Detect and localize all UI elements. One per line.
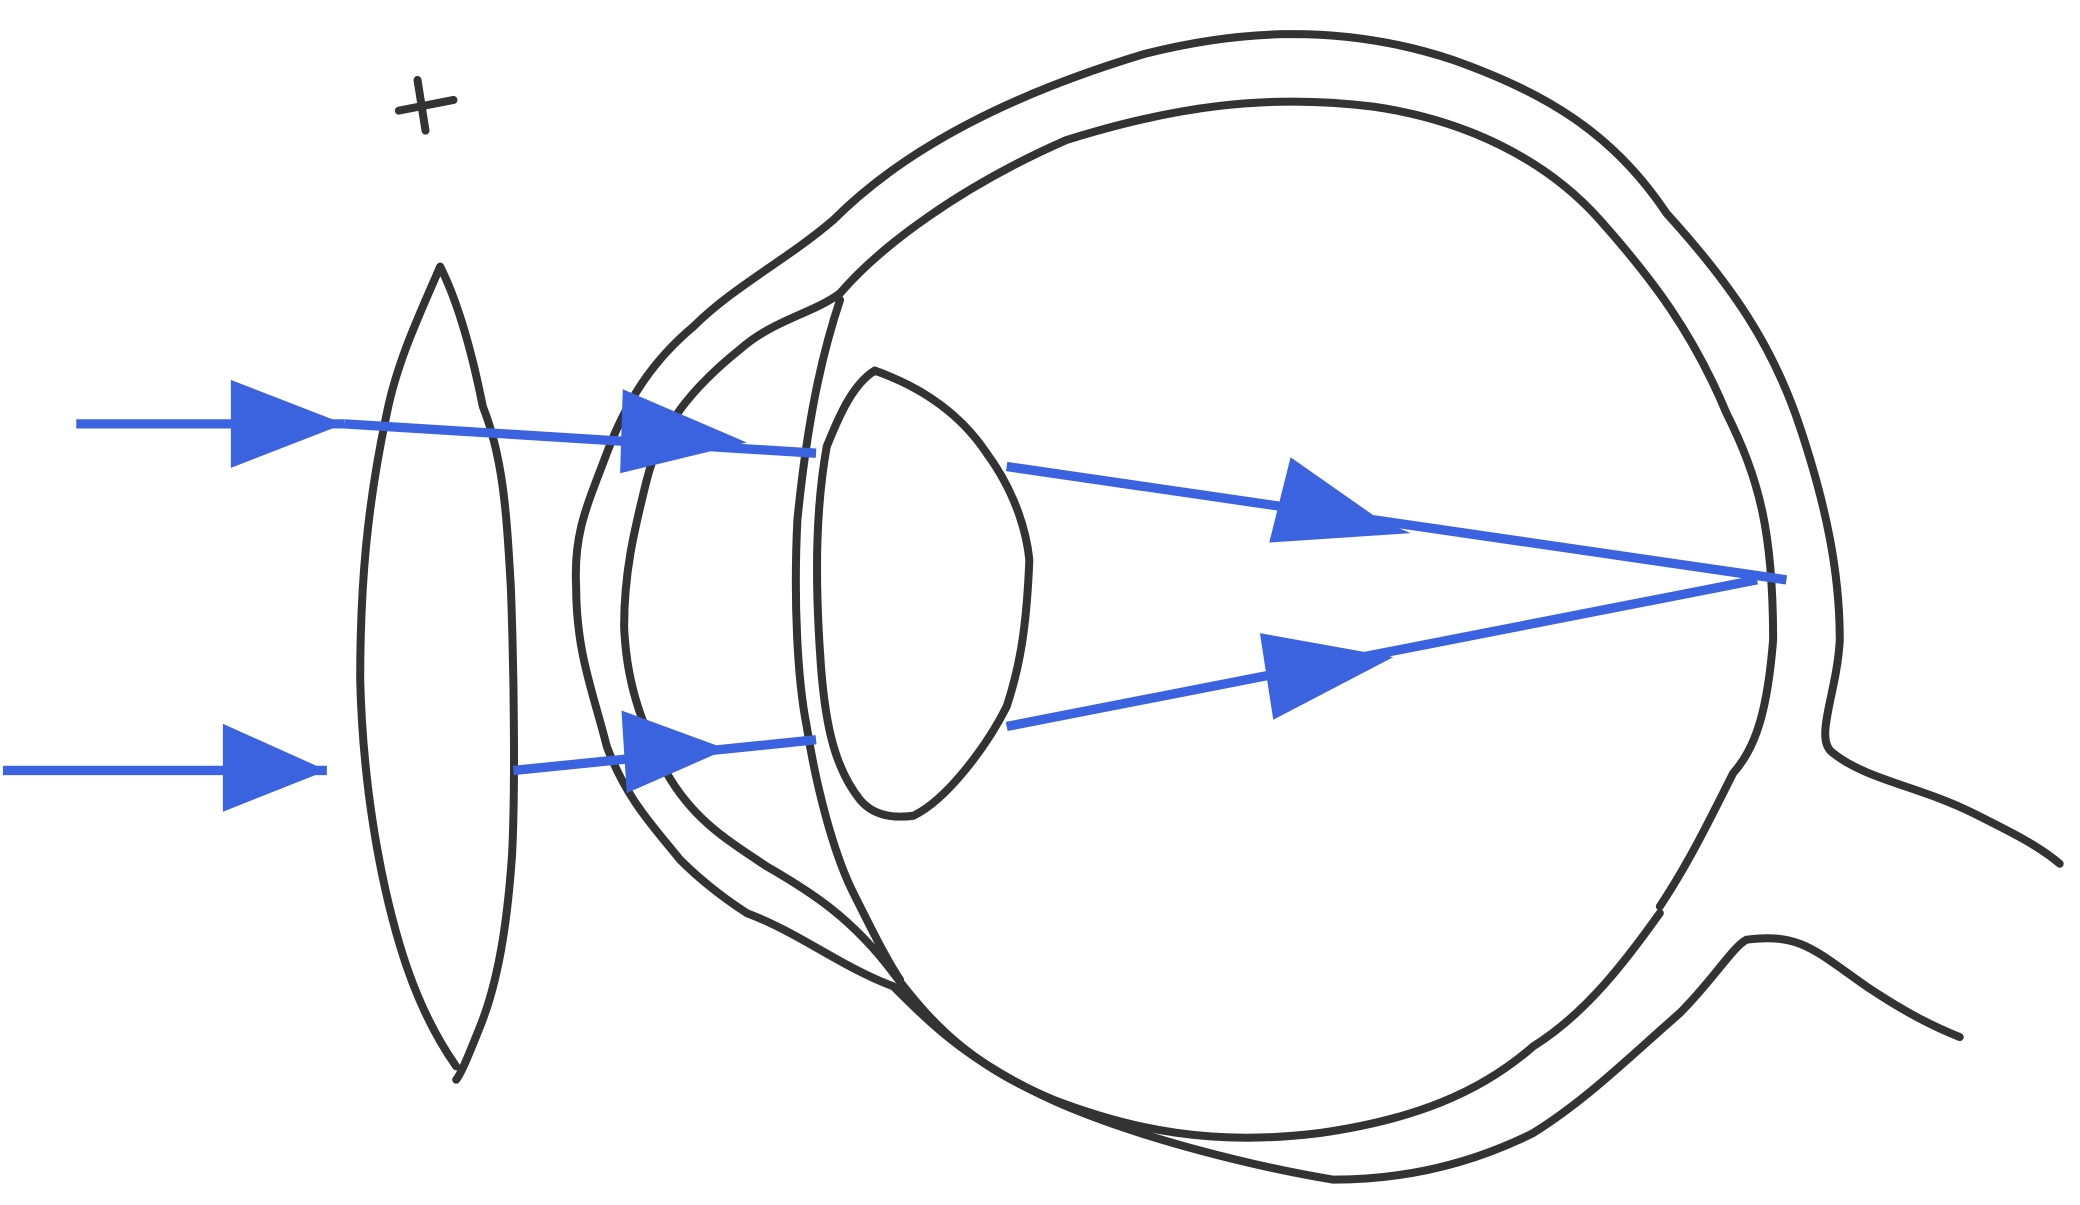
outer-sclera-bottom — [889, 934, 1964, 1184]
convex-lens — [356, 262, 518, 1084]
ink-drawing — [356, 30, 2064, 1184]
outer-sclera — [829, 30, 2064, 868]
inner-cornea — [620, 289, 898, 978]
inner-sclera-bottom — [889, 909, 1664, 1142]
top-ray-arrow-1 — [230, 379, 345, 468]
plus-icon — [394, 75, 458, 135]
plus-horizontal-stroke — [394, 95, 458, 115]
iris — [791, 295, 905, 984]
top-ray-arrow-3 — [1269, 457, 1411, 543]
top-ray-arrow-2 — [620, 389, 747, 474]
bottom-ray-arrow-3 — [1259, 633, 1394, 720]
top-ray-to-retina — [1006, 461, 1788, 585]
inner-sclera — [836, 97, 1778, 911]
eye-lens — [813, 366, 1034, 821]
bottom-ray-to-retina — [1005, 575, 1759, 732]
bottom-ray-arrow-1 — [222, 723, 327, 812]
outer-cornea — [571, 215, 898, 991]
light-rays — [2, 379, 1788, 812]
bottom-ray-arrow-2 — [621, 710, 727, 794]
top-ray-through-cornea — [343, 419, 817, 458]
